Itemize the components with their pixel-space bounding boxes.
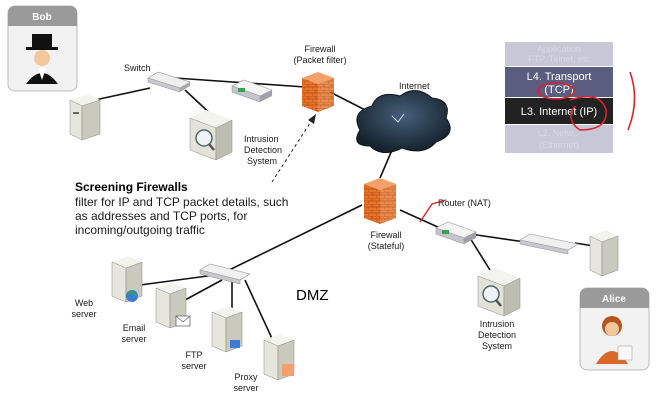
nat-router-icon xyxy=(435,221,477,245)
proxy-server-label-2: server xyxy=(233,383,258,393)
annotation-line-1: filter for IP and TCP packet details, su… xyxy=(75,195,288,209)
desktop-pc-icon xyxy=(69,94,101,141)
annotation-line-3: incoming/outgoing traffic xyxy=(75,223,205,237)
router-label: Router (NAT) xyxy=(438,198,491,208)
internet-label: Internet xyxy=(399,81,430,91)
switch-right-icon xyxy=(519,233,579,255)
bob-name: Bob xyxy=(32,12,51,23)
proxy-server-icon xyxy=(263,334,295,381)
red-pen-annotations xyxy=(537,71,636,131)
ftp-server-label-1: FTP xyxy=(186,350,203,360)
network-links xyxy=(94,77,601,346)
alice-name: Alice xyxy=(602,294,626,305)
web-server-label-2: server xyxy=(71,309,96,319)
ids-top-label-1: Intrusion xyxy=(244,134,279,144)
layer-network-label-2: (Ethernet) xyxy=(539,140,579,150)
web-server-label-1: Web xyxy=(75,298,93,308)
bob-person-icon: Bob xyxy=(7,5,78,92)
ftp-server-icon xyxy=(211,306,243,353)
intrusion-detection-right-icon xyxy=(477,268,521,317)
firewall-mid-label-1: Firewall xyxy=(370,230,401,240)
stateful-firewall-icon xyxy=(364,178,396,224)
layer-transport-label-2: (TCP) xyxy=(544,84,573,96)
dmz-label: DMZ xyxy=(296,287,329,304)
proxy-server-label-1: Proxy xyxy=(234,372,258,382)
layer-application-label-2: FTP, Telnet, etc xyxy=(528,54,590,64)
layer-internet-box xyxy=(505,98,613,124)
callout-arrow xyxy=(271,114,316,183)
ftp-server-label-2: server xyxy=(181,361,206,371)
protocol-layer-stack: Application FTP, Telnet, etc L4. Transpo… xyxy=(505,42,613,153)
layer-transport-box xyxy=(505,67,613,97)
red-annotation-mark xyxy=(419,199,447,223)
ids-right-label-2: Detection xyxy=(478,330,516,340)
firewall-icon xyxy=(302,72,334,112)
dmz-switch-icon xyxy=(199,263,251,285)
web-server-icon xyxy=(111,256,143,303)
email-server-label-1: Email xyxy=(123,323,146,333)
intrusion-detection-icon xyxy=(189,110,233,161)
firewall-top-label-2: (Packet filter) xyxy=(293,55,346,65)
firewall-mid-label-2: (Stateful) xyxy=(368,241,405,251)
switch-label: Switch xyxy=(124,63,151,73)
alice-person-icon: Alice xyxy=(579,287,650,371)
layer-application-label-1: Application xyxy=(537,44,581,54)
layer-transport-label-1: L4. Transport xyxy=(527,71,592,83)
annotation-line-2: as addresses and TCP ports, for xyxy=(75,209,247,223)
desktop-pc-right-icon xyxy=(589,230,619,277)
ids-top-label-2: Detection xyxy=(244,145,282,155)
firewall-top-label-1: Firewall xyxy=(304,44,335,54)
annotation-heading: Screening Firewalls xyxy=(75,180,188,194)
ids-top-label-3: System xyxy=(247,156,277,166)
email-server-label-2: server xyxy=(121,334,146,344)
ids-right-label-3: System xyxy=(482,341,512,351)
internet-cloud-icon xyxy=(356,90,451,153)
email-server-icon xyxy=(155,282,191,329)
layer-network-label-1: L2. Netw... xyxy=(538,128,581,138)
ids-right-label-1: Intrusion xyxy=(480,319,515,329)
layer-internet-label: L3. Internet (IP) xyxy=(521,106,597,118)
router-icon xyxy=(231,79,273,103)
switch-icon xyxy=(147,71,191,93)
